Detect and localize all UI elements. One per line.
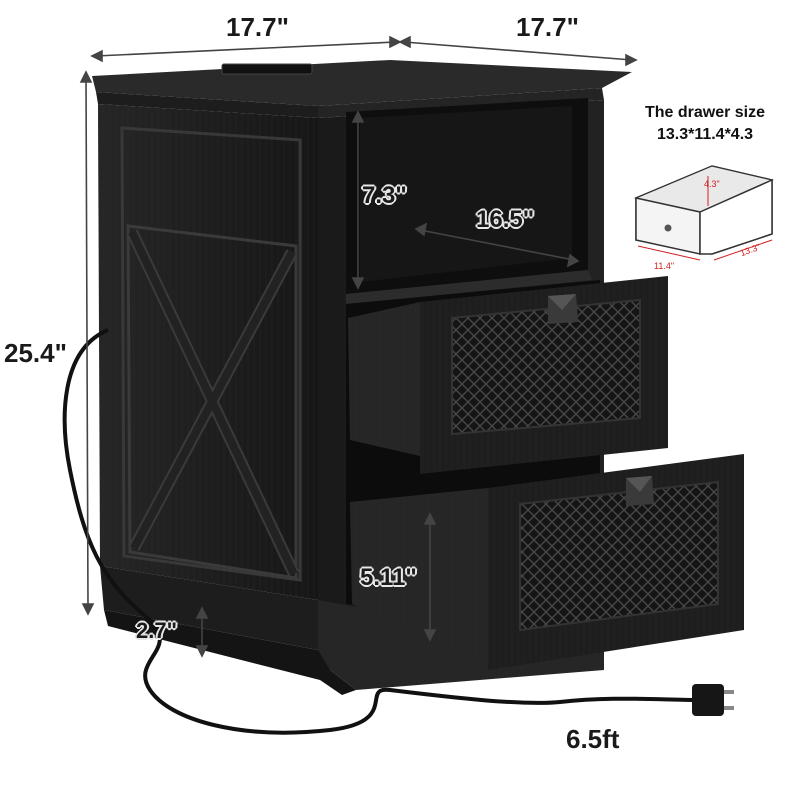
barn-door-x-brace [126, 229, 300, 577]
upper-drawer-mesh-panel [451, 298, 641, 436]
dimension-lines [79, 35, 638, 658]
drawer-size-title-line2: 13.3*11.4*4.3 [656, 125, 754, 143]
inset-height-label: 4.3" [704, 179, 720, 189]
inset-width-label: 11.4" [654, 261, 675, 271]
cabinet-side-panel [98, 104, 318, 600]
height-dimension-label: 25.4" [4, 338, 67, 368]
drawer-knob-icon [664, 224, 672, 232]
base-height-label: 2.7" [136, 618, 178, 643]
drawer-height-label: 5.11" [360, 564, 417, 591]
charging-station-icon [221, 63, 313, 75]
power-plug-icon [692, 684, 734, 716]
lower-drawer-mesh-panel [519, 480, 719, 632]
cord-length-label: 6.5ft [566, 724, 620, 754]
depth-dimension-label: 17.7" [516, 12, 579, 42]
lower-drawer [350, 454, 744, 670]
power-cord [62, 328, 734, 735]
drawer-size-title: The drawer size 13.3*11.4*4.3 [620, 102, 790, 145]
drawer-size-illustration [634, 165, 774, 261]
drawer-size-title-line1: The drawer size [644, 104, 766, 121]
shelf-depth-label: 16.5" [476, 206, 535, 233]
upper-drawer [348, 276, 668, 474]
cabinet-top [92, 60, 632, 118]
shelf-height-label: 7.3" [362, 182, 407, 209]
width-dimension-label: 17.7" [226, 12, 289, 42]
